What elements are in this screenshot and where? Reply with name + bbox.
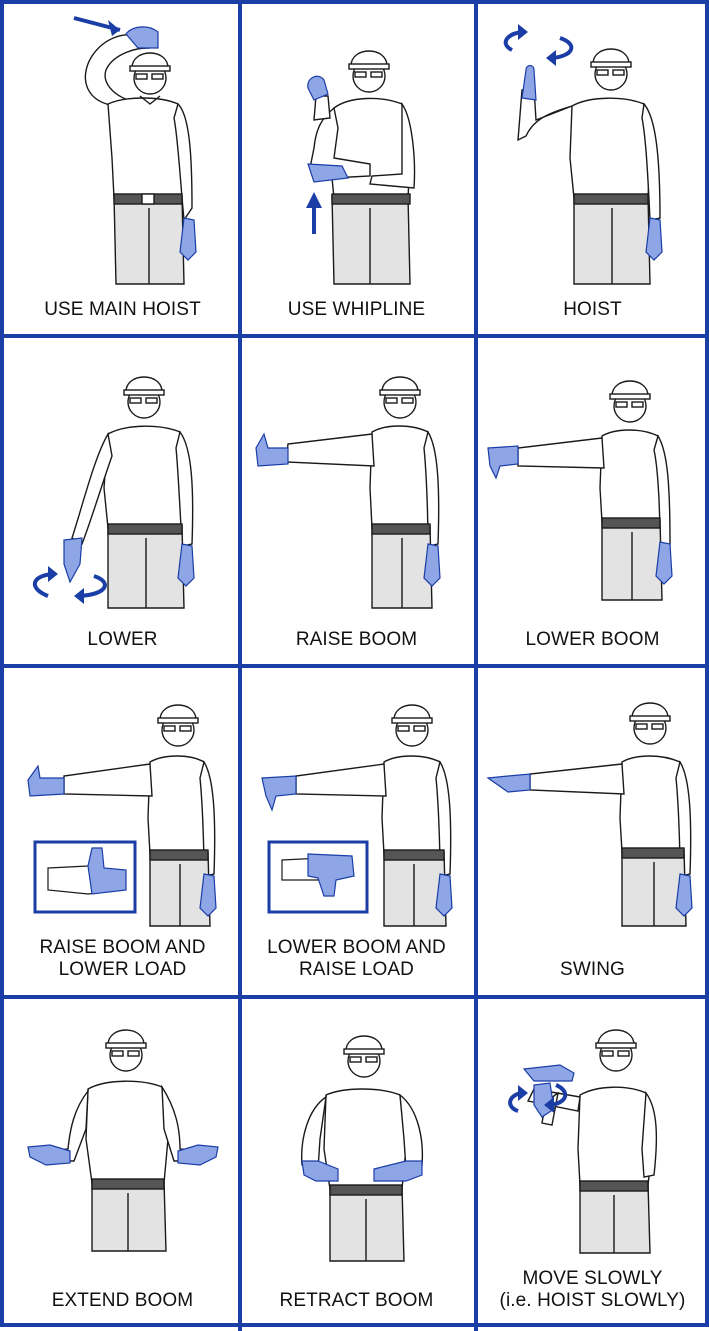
glove-icon <box>177 543 195 587</box>
signal-panel-raise-boom-and-lower-load: RAISE BOOM AND LOWER LOAD <box>8 668 237 993</box>
signal-panel-lower-boom-and-raise-load: LOWER BOOM AND RAISE LOAD <box>242 668 471 993</box>
glove-icon <box>645 217 663 261</box>
fist-icon <box>301 1160 339 1182</box>
caption-line: (i.e. HOIST SLOWLY) <box>499 1290 686 1311</box>
worker-figure <box>33 376 195 609</box>
caption-line: RETRACT BOOM <box>279 1290 434 1311</box>
signal-panel-retract-boom: RETRACT BOOM <box>242 999 471 1324</box>
fist-icon <box>373 1160 423 1182</box>
signal-caption: LOWER BOOM AND RAISE LOAD <box>242 937 471 981</box>
worker-figure <box>301 1035 424 1262</box>
caption-line: SWING <box>560 959 625 980</box>
caption-line: RAISE BOOM AND <box>39 937 206 958</box>
signal-panel-lower: LOWER <box>8 338 237 663</box>
signal-caption: SWING <box>478 959 707 981</box>
caption-line: LOWER <box>87 629 158 650</box>
worker-figure <box>508 1029 658 1254</box>
worker-figure <box>255 376 441 609</box>
worker-figure <box>261 704 453 927</box>
glove-icon <box>423 543 441 587</box>
worker-figure <box>73 16 197 285</box>
worker-figure <box>486 702 693 927</box>
caption-line: MOVE SLOWLY <box>522 1268 663 1289</box>
pointing-finger-icon <box>486 773 531 793</box>
caption-line: LOWER BOOM <box>525 629 660 650</box>
glove-icon <box>177 1144 219 1166</box>
thumb-up-icon <box>27 764 65 797</box>
glove-icon <box>307 163 349 183</box>
pointing-finger-icon <box>521 64 537 101</box>
glove-icon <box>675 873 693 917</box>
caption-line: RAISE BOOM <box>295 629 418 650</box>
flat-palm-icon <box>522 1064 575 1082</box>
glove-icon <box>27 1144 71 1166</box>
worker-figure <box>503 24 663 285</box>
fist-icon <box>307 75 329 101</box>
caption-line: EXTEND BOOM <box>51 1290 194 1311</box>
thumb-flex-detail-icon <box>281 853 355 897</box>
signal-caption: RAISE BOOM AND LOWER LOAD <box>8 937 237 981</box>
signal-panel-swing: SWING <box>478 668 707 993</box>
signal-panel-extend-boom: EXTEND BOOM <box>8 999 237 1324</box>
signal-panel-use-main-hoist: USE MAIN HOIST <box>8 8 237 333</box>
caption-line: HOIST <box>563 299 622 320</box>
grid-divider <box>4 334 709 338</box>
signal-panel-hoist: HOIST <box>478 8 707 333</box>
signal-caption: EXTEND BOOM <box>8 1290 237 1312</box>
glove-icon <box>655 541 673 585</box>
signal-caption: RAISE BOOM <box>242 629 471 651</box>
caption-line: LOWER LOAD <box>58 959 187 980</box>
caption-line: LOWER BOOM AND <box>267 937 446 958</box>
thumb-down-icon <box>487 445 519 480</box>
worker-figure <box>27 1029 219 1252</box>
signal-panel-lower-boom: LOWER BOOM <box>478 338 707 663</box>
glove-icon <box>179 217 197 261</box>
signal-caption: LOWER BOOM <box>478 629 707 651</box>
signal-panel-move-slowly: MOVE SLOWLY (i.e. HOIST SLOWLY) <box>478 999 707 1324</box>
caption-line: USE MAIN HOIST <box>44 299 201 320</box>
signal-caption: USE WHIPLINE <box>242 299 471 321</box>
signal-caption: LOWER <box>8 629 237 651</box>
grid-divider <box>4 664 709 668</box>
caption-line: USE WHIPLINE <box>287 299 426 320</box>
worker-figure <box>27 704 217 927</box>
thumb-down-icon <box>261 775 297 812</box>
signal-panel-raise-boom: RAISE BOOM <box>242 338 471 663</box>
grid-divider <box>4 995 709 999</box>
caption-line: RAISE LOAD <box>298 959 415 980</box>
signal-caption: HOIST <box>478 299 707 321</box>
signal-panel-use-whipline: USE WHIPLINE <box>242 8 471 333</box>
glove-icon <box>435 873 453 917</box>
rotate-arrow-icon <box>33 572 53 598</box>
signal-caption: RETRACT BOOM <box>242 1290 471 1312</box>
pointing-down-icon <box>63 537 83 584</box>
signal-caption: MOVE SLOWLY (i.e. HOIST SLOWLY) <box>478 1268 707 1312</box>
worker-figure <box>306 50 416 285</box>
thumb-flex-detail-icon <box>47 847 127 895</box>
worker-figure <box>487 380 673 601</box>
fist-icon <box>125 26 159 49</box>
glove-icon <box>199 873 217 917</box>
thumb-up-icon <box>255 432 289 467</box>
signal-caption: USE MAIN HOIST <box>8 299 237 321</box>
